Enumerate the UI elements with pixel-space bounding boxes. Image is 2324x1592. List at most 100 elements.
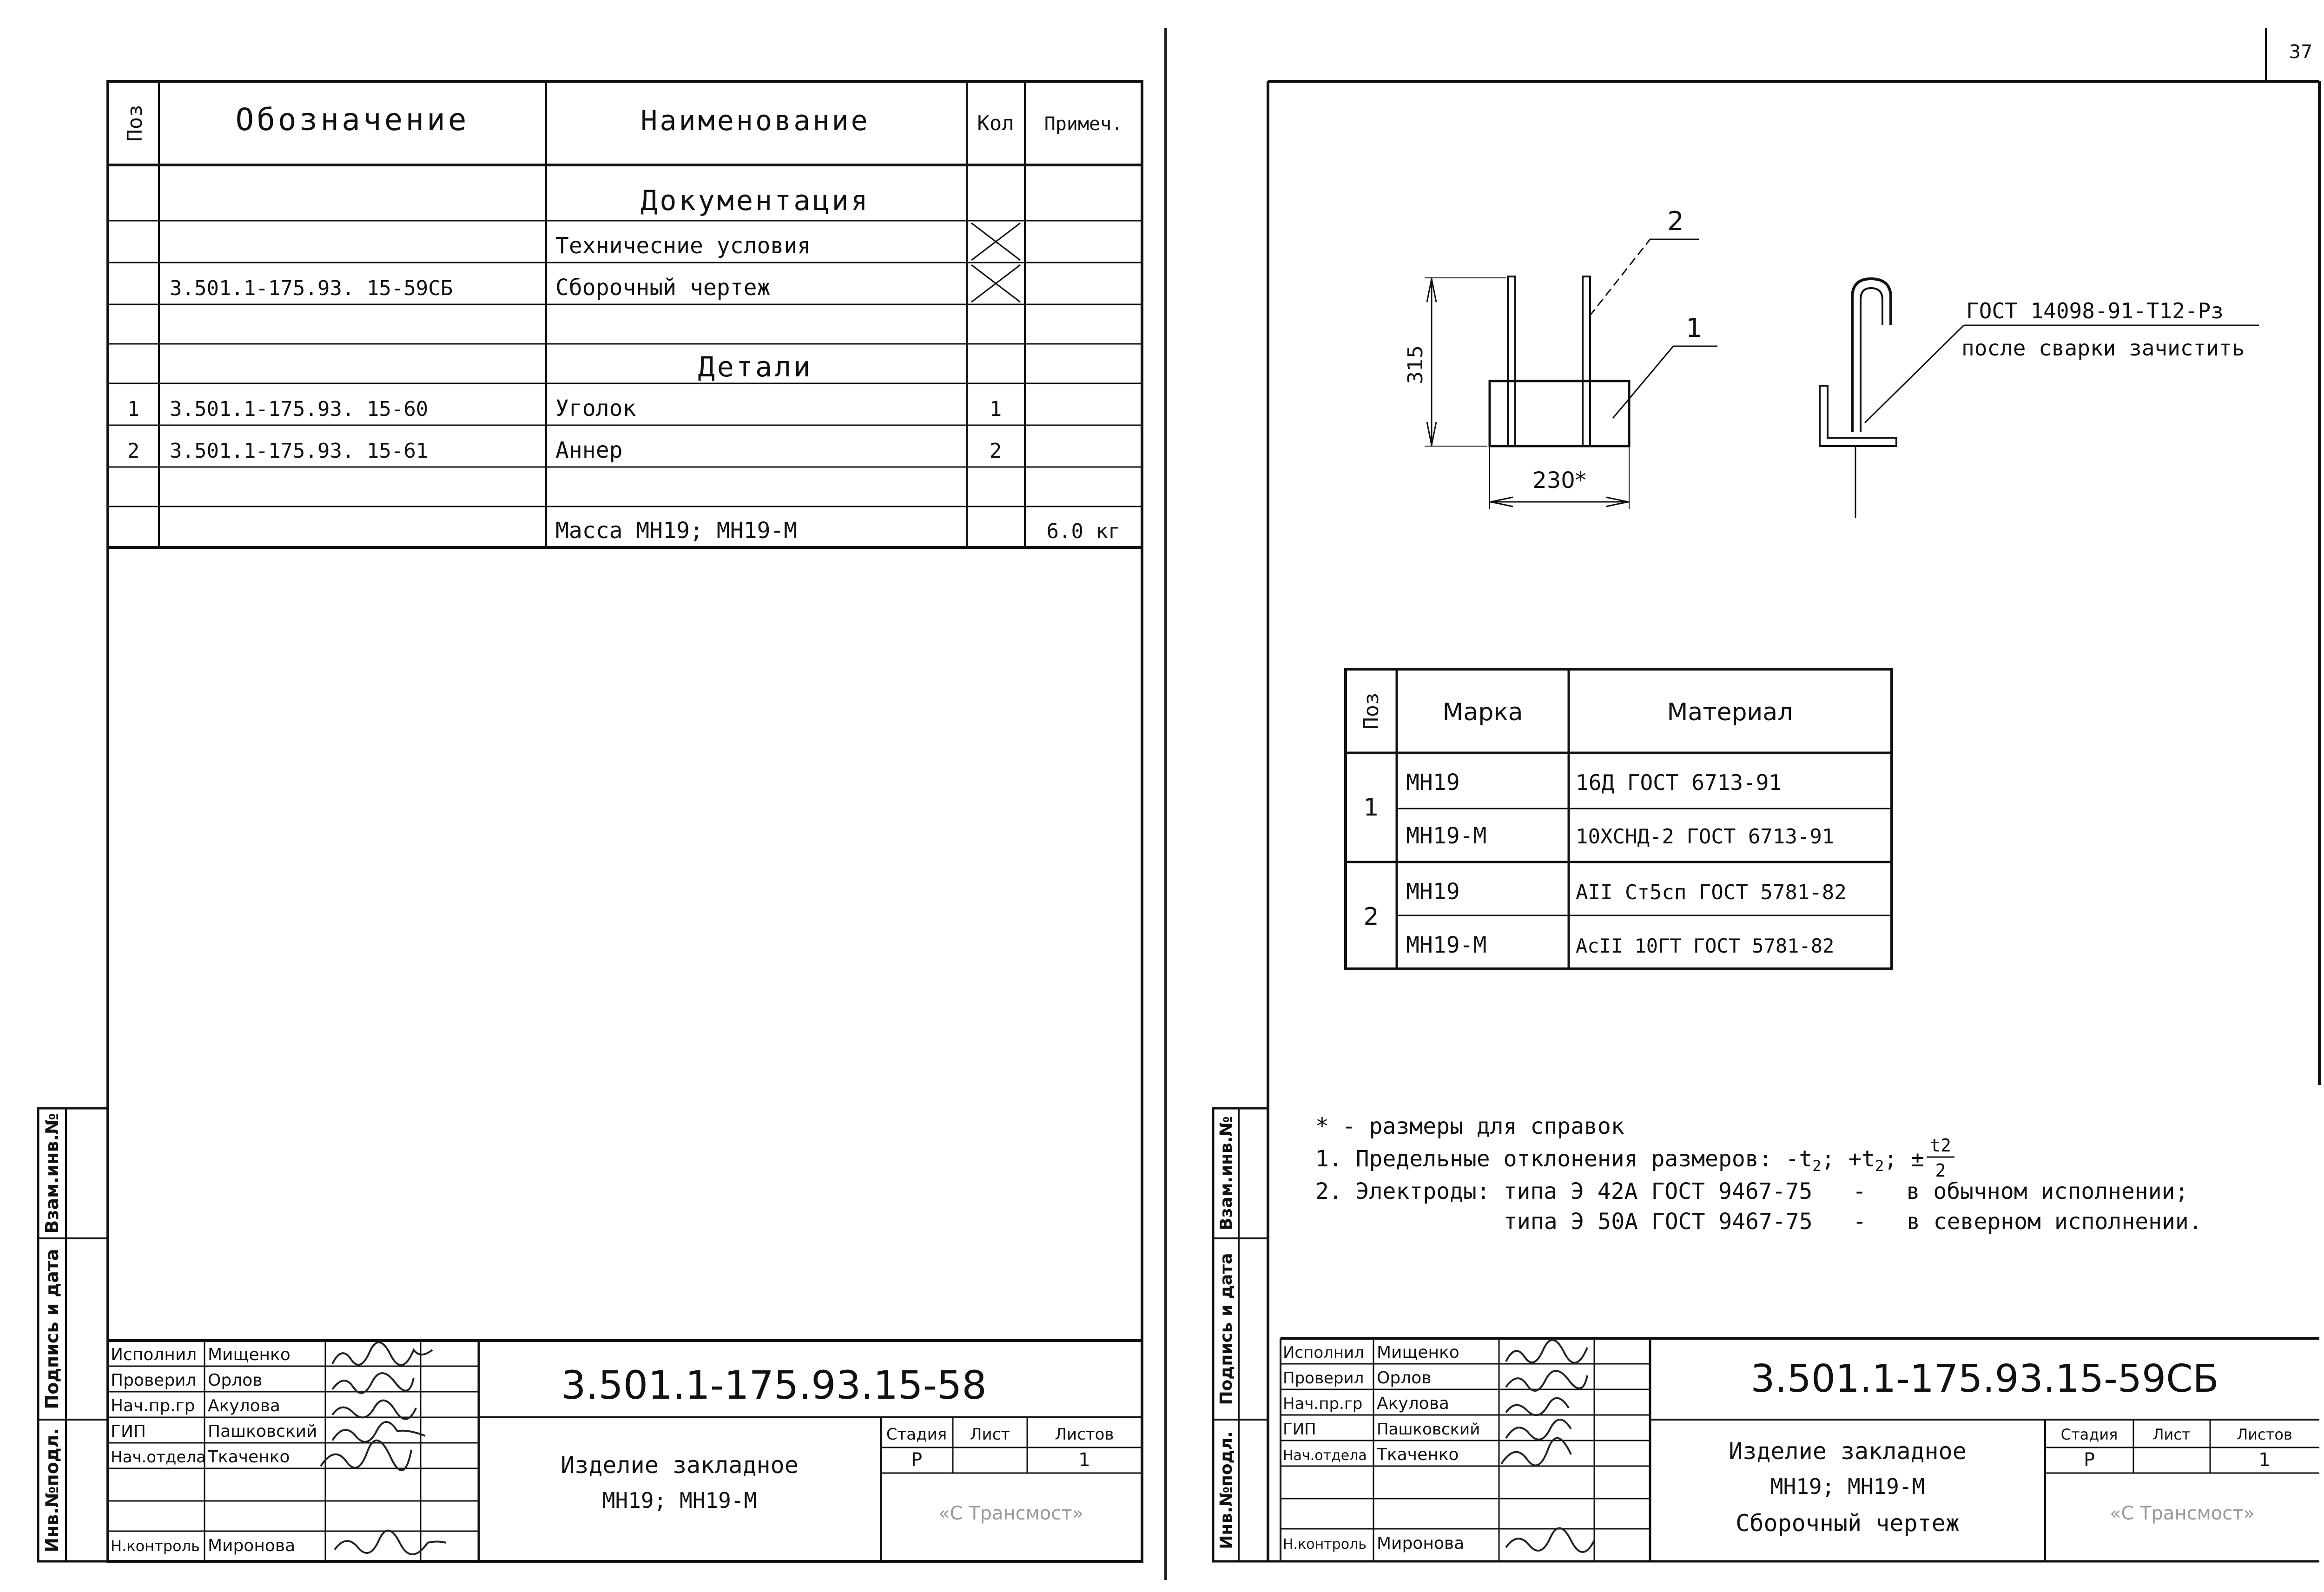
- note-1: 1. Предельные отклонения размеров: -t2; …: [1315, 1146, 1924, 1175]
- materials-row-2-mark: МН19-М: [1406, 823, 1486, 849]
- right-tb-role-1: Исполнил: [1283, 1343, 1364, 1362]
- note-2-line-2: типа Э 50А ГОСТ 9467-75 - в северном исп…: [1504, 1209, 2202, 1235]
- right-tb-sheets: 1: [2258, 1449, 2270, 1471]
- right-tb-role-2: Проверил: [1283, 1369, 1364, 1388]
- spec-table: [108, 81, 1142, 549]
- right-signatures: [1500, 1339, 1595, 1553]
- page-number: 37: [2289, 41, 2313, 63]
- right-tb-person-7: Миронова: [1377, 1534, 1464, 1553]
- materials-row-4-mark: МН19-М: [1406, 932, 1486, 958]
- left-side-vzam: Взам.инв.№: [42, 1113, 62, 1233]
- dim-height: 315: [1404, 345, 1427, 384]
- materials-row-1-material: 16Д ГОСТ 6713-91: [1576, 770, 1782, 795]
- spec-mass-name: Масса МН19; МН19-М: [555, 518, 797, 544]
- materials-table: [1344, 668, 1893, 970]
- left-tb-role-5: Нач.отдела: [111, 1448, 206, 1467]
- spec-part-row-2-pos: 2: [127, 439, 140, 463]
- dim-width: 230*: [1532, 467, 1586, 493]
- spec-section-docs: Документация: [640, 184, 870, 217]
- right-tb-role-4: ГИП: [1283, 1420, 1316, 1439]
- materials-row-1-mark: МН19: [1406, 770, 1460, 796]
- weld-note-2: после сварки зачистить: [1961, 336, 2245, 361]
- right-side-sign-date: Подпись и дата: [1217, 1253, 1236, 1405]
- right-tb-sheets-label: Листов: [2237, 1426, 2292, 1443]
- part-front-view: [1425, 238, 1717, 509]
- left-tb-role-1: Исполнил: [111, 1345, 197, 1364]
- right-tb-person-1: Мищенко: [1377, 1343, 1459, 1362]
- note-1-pm: ; ±: [1884, 1146, 1924, 1172]
- right-tb-title-1: Изделие закладное: [1729, 1438, 1967, 1465]
- left-tb-org: «С Трансмост»: [938, 1503, 1083, 1524]
- right-tb-org: «С Трансмост»: [2110, 1503, 2255, 1524]
- right-title-block: [1280, 1337, 2319, 1561]
- materials-row-3-mark: МН19: [1406, 879, 1460, 905]
- right-sheet: 37 315 230* 2 1: [1212, 28, 2321, 1563]
- spec-header-qty: Кол: [977, 112, 1014, 135]
- spec-part-row-1-name: Уголок: [555, 395, 636, 421]
- spec-part-row-2-qty: 2: [990, 439, 1002, 463]
- right-side-stamp: [1212, 1107, 1269, 1563]
- left-tb-person-3: Акулова: [208, 1396, 280, 1415]
- left-tb-role-3: Нач.пр.гр: [111, 1396, 195, 1415]
- left-tb-person-1: Мищенко: [208, 1345, 290, 1364]
- materials-row-3-pos: 2: [1363, 903, 1379, 931]
- spec-part-row-2-designation: 3.501.1-175.93. 15-61: [170, 439, 428, 463]
- materials-row-3-material: AII Ст5сп ГОСТ 5781-82: [1576, 881, 1847, 904]
- left-tb-sheets-label: Листов: [1055, 1425, 1114, 1444]
- note-1-sub: 2: [1812, 1157, 1821, 1175]
- right-tb-person-4: Пашковский: [1377, 1420, 1480, 1439]
- left-tb-person-5: Ткаченко: [207, 1447, 290, 1467]
- materials-row-2-material: 10ХСНД-2 ГОСТ 6713-91: [1576, 825, 1834, 849]
- left-tb-title-2: МН19; МН19-М: [602, 1488, 757, 1513]
- right-tb-person-5: Ткаченко: [1376, 1445, 1459, 1464]
- spec-part-row-1-designation: 3.501.1-175.93. 15-60: [170, 397, 428, 421]
- note-star: * - размеры для справок: [1315, 1113, 1624, 1139]
- right-tb-stage-label: Стадия: [2061, 1426, 2118, 1443]
- weld-note-1: ГОСТ 14098-91-Т12-Рз: [1966, 298, 2224, 323]
- spec-doc-row-2-designation: 3.501.1-175.93. 15-59СБ: [170, 276, 453, 300]
- spec-header-note: Примеч.: [1044, 113, 1123, 135]
- left-side-inv-sub: Инв.№подл.: [42, 1428, 62, 1553]
- left-tb-title-1: Изделие закладное: [561, 1452, 799, 1479]
- note-1-sub2: 2: [1875, 1157, 1884, 1175]
- left-tb-person-2: Орлов: [208, 1371, 262, 1390]
- right-tb-person-3: Акулова: [1377, 1394, 1449, 1413]
- left-tb-sheet-label: Лист: [970, 1425, 1010, 1444]
- left-tb-person-7: Миронова: [208, 1536, 295, 1555]
- right-tb-title-3: Сборочный чертеж: [1736, 1510, 1960, 1537]
- note-1-prefix: 1. Предельные отклонения размеров: -t: [1315, 1146, 1812, 1172]
- left-side-stamp: [37, 1107, 109, 1563]
- materials-row-1-pos: 1: [1363, 794, 1379, 822]
- callout-1: 1: [1686, 313, 1703, 343]
- materials-header-mark: Марка: [1442, 698, 1523, 726]
- right-side-inv-sub: Инв.№подл.: [1217, 1431, 1236, 1549]
- materials-row-4-material: АсII 10ГТ ГОСТ 5781-82: [1576, 934, 1834, 957]
- materials-header-material: Материал: [1667, 698, 1793, 726]
- spec-part-row-1-pos: 1: [127, 397, 140, 421]
- left-tb-sheets: 1: [1078, 1449, 1090, 1471]
- materials-header-pos: Поз: [1360, 692, 1383, 729]
- note-2-line-1: 2. Электроды: типа Э 42А ГОСТ 9467-75 - …: [1315, 1178, 2188, 1204]
- note-1-frac-den: 2: [1935, 1160, 1946, 1181]
- spec-mass-note: 6.0 кг: [1047, 520, 1121, 543]
- left-tb-role-7: Н.контроль: [111, 1537, 200, 1555]
- right-tb-code: 3.501.1-175.93.15-59СБ: [1750, 1357, 2218, 1401]
- right-tb-sheet-label: Лист: [2152, 1426, 2190, 1443]
- right-tb-person-2: Орлов: [1377, 1368, 1431, 1388]
- part-side-view: [1819, 277, 2259, 518]
- left-tb-role-4: ГИП: [111, 1422, 146, 1441]
- right-side-vzam: Взам.инв.№: [1217, 1116, 1236, 1230]
- left-tb-code: 3.501.1-175.93.15-58: [561, 1362, 987, 1408]
- spec-doc-row-2-name: Сборочный чертеж: [555, 275, 770, 301]
- left-signatures: [320, 1341, 447, 1555]
- left-frame: [106, 80, 1143, 1563]
- spec-doc-row-1-name: Техничесние условия: [555, 233, 811, 259]
- spec-part-row-1-qty: 1: [990, 397, 1002, 421]
- note-1-mid: ; +t: [1822, 1146, 1875, 1172]
- spec-header-designation: Обозначение: [235, 102, 469, 138]
- right-tb-role-3: Нач.пр.гр: [1283, 1395, 1362, 1413]
- left-sheet: Поз Обозначение Наименование Кол Примеч.…: [37, 80, 1143, 1563]
- left-tb-stage: Р: [911, 1449, 922, 1471]
- spec-header-pos: Поз: [123, 105, 147, 141]
